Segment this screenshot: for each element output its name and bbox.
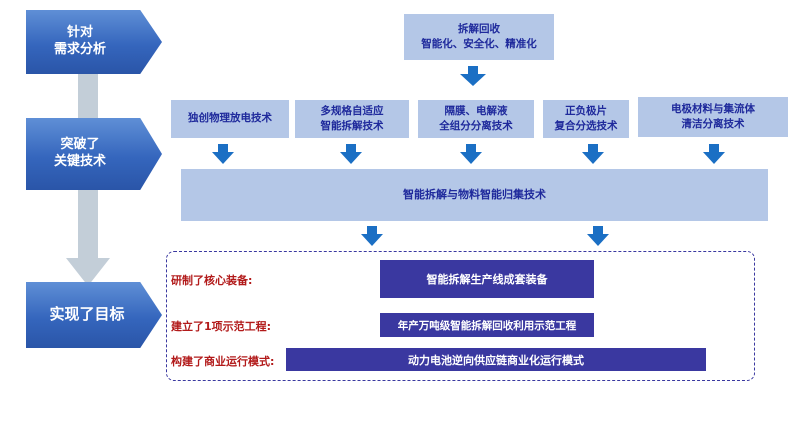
tech-box-adaptive-dismantling: 多规格自适应智能拆解技术	[295, 100, 409, 138]
tech-box-electrode-sorting: 正负极片复合分选技术	[543, 100, 629, 138]
achievement-label-equipment: 研制了核心装备:	[171, 274, 253, 287]
integration-box: 智能拆解与物料智能归集技术	[181, 169, 768, 221]
tech-box-collector-separation: 电极材料与集流体清洁分离技术	[638, 97, 788, 137]
goal-box: 拆解回收智能化、安全化、精准化	[404, 14, 554, 60]
down-arrow	[361, 226, 383, 246]
stage-key-technologies: 突破了关键技术	[26, 118, 162, 190]
achievement-label-business-model: 构建了商业运行模式:	[171, 355, 275, 368]
down-arrow	[340, 144, 362, 164]
stage-demand-analysis: 针对需求分析	[26, 10, 162, 74]
down-arrow	[460, 66, 486, 86]
down-arrow	[212, 144, 234, 164]
tech-box-separator-electrolyte: 隔膜、电解液全组分分离技术	[418, 100, 534, 138]
achievement-value-business-model: 动力电池逆向供应链商业化运行模式	[286, 348, 706, 371]
achievements-panel	[166, 251, 755, 381]
stage-goal-achieved: 实现了目标	[26, 282, 162, 348]
down-arrow	[460, 144, 482, 164]
down-arrow	[703, 144, 725, 164]
tech-box-discharge: 独创物理放电技术	[171, 100, 289, 138]
down-arrow	[582, 144, 604, 164]
down-arrow	[587, 226, 609, 246]
achievement-label-demo-project: 建立了1项示范工程:	[171, 320, 272, 333]
achievement-value-equipment: 智能拆解生产线成套装备	[380, 260, 594, 298]
achievement-value-demo-project: 年产万吨级智能拆解回收利用示范工程	[380, 313, 594, 337]
